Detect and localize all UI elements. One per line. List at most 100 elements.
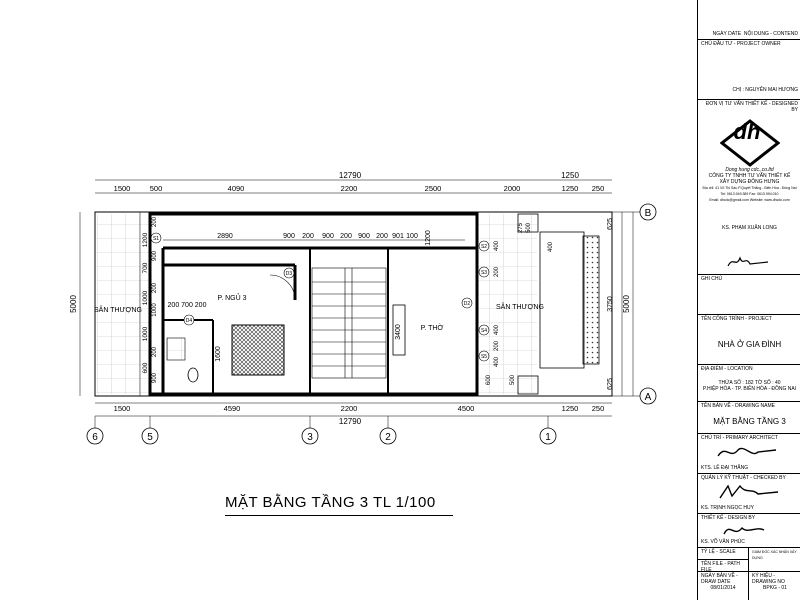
file-label: TÊN FILE - PATH FILE [701,561,740,572]
date-header: NGÀY DATE [712,31,742,37]
door-tag: D2 [464,301,471,307]
file-cell: TÊN FILE - PATH FILE [698,560,748,572]
shower [166,337,186,361]
terrace-left-floor [97,214,150,394]
dim-inner: 901 [392,233,404,240]
door-tag: S1 [153,236,159,242]
dim-left-total: 5000 [69,295,78,313]
project-section: TÊN CÔNG TRÌNH - PROJECT NHÀ Ở GIA ĐÌNH [698,315,800,365]
architect-name: KS. PHẠM XUÂN LONG [722,225,777,231]
room-bedroom: P. NGỦ 3 [217,293,246,302]
owner-name: CHỊ : NGUYỄN MAI HƯƠNG [732,87,798,93]
date-label: NGÀY BẢN VẼ - DRAW DATE [701,573,738,585]
dim-top: 2200 [341,184,358,193]
signature-image [719,484,779,499]
drawn-name: KS. VÕ VĂN PHÚC [701,539,745,545]
logo-text: dh [733,119,761,144]
revision-header: NGÀY DATE NỘI DUNG - CONTEND [698,0,800,40]
dim-right-misc: 500 [526,222,532,233]
dim-bottom: 1250 [562,404,579,413]
outline-wall [94,211,613,397]
title-block: NGÀY DATE NỘI DUNG - CONTEND CHỦ ĐẦU TƯ … [697,0,800,600]
dim-right: 3750 [607,296,614,312]
room-terrace-left: SÂN THƯỢNG [94,305,142,314]
dim-top-total: 12790 [339,171,362,180]
note-section: GHI CHÚ [698,275,800,315]
dim-right: 625 [607,218,614,230]
company-name-2: XÂY DỰNG ĐÔNG HƯNG [719,179,780,185]
dim-left-b: 900 [152,250,158,261]
date-cell: NGÀY BẢN VẼ - DRAW DATE 08/01/2014 [698,572,748,600]
main-walls [148,212,479,396]
dim-top: 2000 [504,184,521,193]
drawing-name: MẶT BẰNG TẦNG 3 [713,417,786,426]
dim-left-b: 900 [152,372,158,383]
dim-left: 700 [142,262,149,273]
door-tag: S2 [481,244,487,250]
owner-label: CHỦ ĐẦU TƯ - PROJECT OWNER [701,41,781,47]
dim-top: 1250 [562,184,579,193]
planter [582,235,600,365]
floor-plan-drawing: 12790 1250 1500 500 4090 2200 2500 2000 … [69,171,657,445]
dim-bottom-total: 12790 [339,417,362,426]
axis-label: A [645,392,652,403]
dim-right-inner: 200 [494,266,500,277]
scale-label: TỶ LỆ - SCALE [701,549,736,555]
location-label: ĐỊA ĐIỂM - LOCATION [701,366,753,372]
designer-section: ĐƠN VỊ TƯ VẤN THIẾT KẾ - DESIGNED BY dh … [698,100,800,275]
drawn-label: THIẾT KẾ - DESIGN BY [701,515,756,521]
drawing-title: MẶT BẰNG TẦNG 3 TL 1/100 [225,494,436,511]
content-header: NỘI DUNG - CONTEND [743,31,798,37]
company-email: Email: dhcdc@gmail.com Website: www.dhcd… [709,198,790,202]
dim-bottom: 4500 [458,404,475,413]
logo-subtitle: Dong hung cdc.,co.ltd [725,167,774,173]
dim-inner: 900 [358,233,370,240]
drawn-section: THIẾT KẾ - DESIGN BY KS. VÕ VĂN PHÚC [698,514,800,548]
dim-bottom: 1500 [114,404,131,413]
scale-cell: TỶ LỆ - SCALE [698,548,748,560]
signature-image [723,526,765,535]
dim-top: 250 [592,184,605,193]
chief-section: CHỦ TRÌ - PRIMARY ARCHITECT KTS. LÊ ĐẠI … [698,434,800,474]
dim-bedroom-h: 1600 [215,346,222,362]
dim-left-b: 200 [152,216,158,227]
approved-label: GIÁM ĐỐC XÁC NHẬN XÂY DỰNG [752,550,797,560]
approved-cell: GIÁM ĐỐC XÁC NHẬN XÂY DỰNG [748,548,800,572]
chief-label: CHỦ TRÌ - PRIMARY ARCHITECT [701,435,778,441]
dim-left-b: 1000 [152,303,158,317]
lot-info: THỬA SỐ : 182 TỜ SỐ : 40 [718,380,781,386]
dim-left: 1000 [142,290,149,305]
room-altar: P. THỜ [421,323,444,332]
dim-left-b: 200 [152,282,158,293]
company-name-1: CÔNG TY TNHH TƯ VẤN THIẾT KẾ [708,173,791,179]
dim-top: 500 [150,184,163,193]
chief-name: KTS. LÊ ĐẠI THẮNG [701,465,749,471]
dim-bottom: 4590 [224,404,241,413]
address: P.HIỆP HÒA - TP. BIÊN HÒA - ĐỒNG NAI [702,386,797,392]
door-tag: S4 [481,328,487,334]
dim-bedroom-w: 200 700 200 [168,302,207,309]
door-tag: S5 [481,354,487,360]
qc-name: KS. TRỊNH NGỌC HUY [701,505,754,511]
company-logo: dh [719,119,780,167]
sheet-value: BPKG - 01 [763,585,787,591]
logo-icon [719,119,780,167]
dim-inner: 200 [340,233,352,240]
dim-inner: 200 [302,233,314,240]
dim-top: 4090 [228,184,245,193]
dim-top: 2500 [425,184,442,193]
company-address: Địa chỉ: 41 Võ Thị Sáu P.Quyết Thắng - B… [702,186,797,190]
dim-inner: 900 [283,233,295,240]
dim-right-inner: 200 [494,340,500,351]
location-section: ĐỊA ĐIỂM - LOCATION THỬA SỐ : 182 TỜ SỐ … [698,365,800,402]
dim-bottom: 2200 [341,404,358,413]
qc-section: QUẢN LÝ KỸ THUẬT - CHECKED BY KS. TRỊNH … [698,474,800,514]
dim-right-misc: 500 [510,374,516,385]
title-underline [225,515,453,516]
stair [311,267,387,379]
dim-right-misc: 600 [486,374,492,385]
designer-label: ĐƠN VỊ TƯ VẤN THIẾT KẾ - DESIGNED BY [705,101,798,113]
note-label: GHI CHÚ [701,276,723,282]
axis-label: 5 [147,432,153,443]
dim-bottom: 250 [592,404,605,413]
